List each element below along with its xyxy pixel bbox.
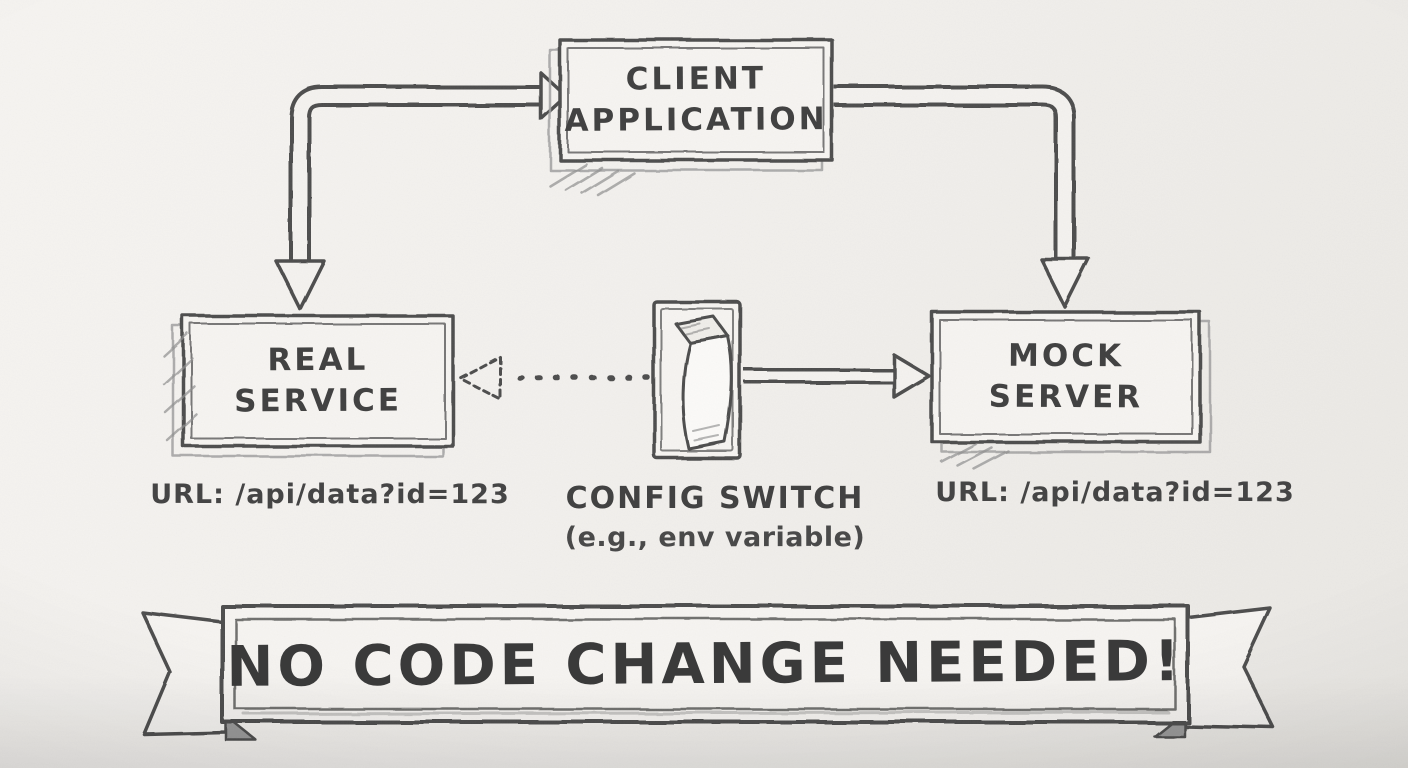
mock-server-label: MOCK SERVER: [932, 311, 1201, 442]
config-switch-label: CONFIG SWITCH: [565, 480, 865, 516]
mock-server-url-text: URL: /api/data?id=123: [935, 476, 1295, 508]
banner-text: NO CODE CHANGE NEEDED!: [226, 628, 1184, 700]
config-switch-sublabel: (e.g., env variable): [564, 521, 866, 553]
real-service-label: REAL SERVICE: [183, 315, 454, 446]
client-label-line1: CLIENT: [625, 60, 767, 98]
real-service-url-text: URL: /api/data?id=123: [150, 478, 510, 510]
mock-label-line2: SERVER: [988, 378, 1144, 416]
mock-label-line1: MOCK: [1008, 337, 1125, 375]
real-label-line1: REAL: [267, 341, 369, 379]
client-application-label: CLIENT APPLICATION: [560, 39, 833, 161]
client-label-line2: APPLICATION: [564, 101, 828, 139]
real-label-line2: SERVICE: [234, 382, 403, 420]
